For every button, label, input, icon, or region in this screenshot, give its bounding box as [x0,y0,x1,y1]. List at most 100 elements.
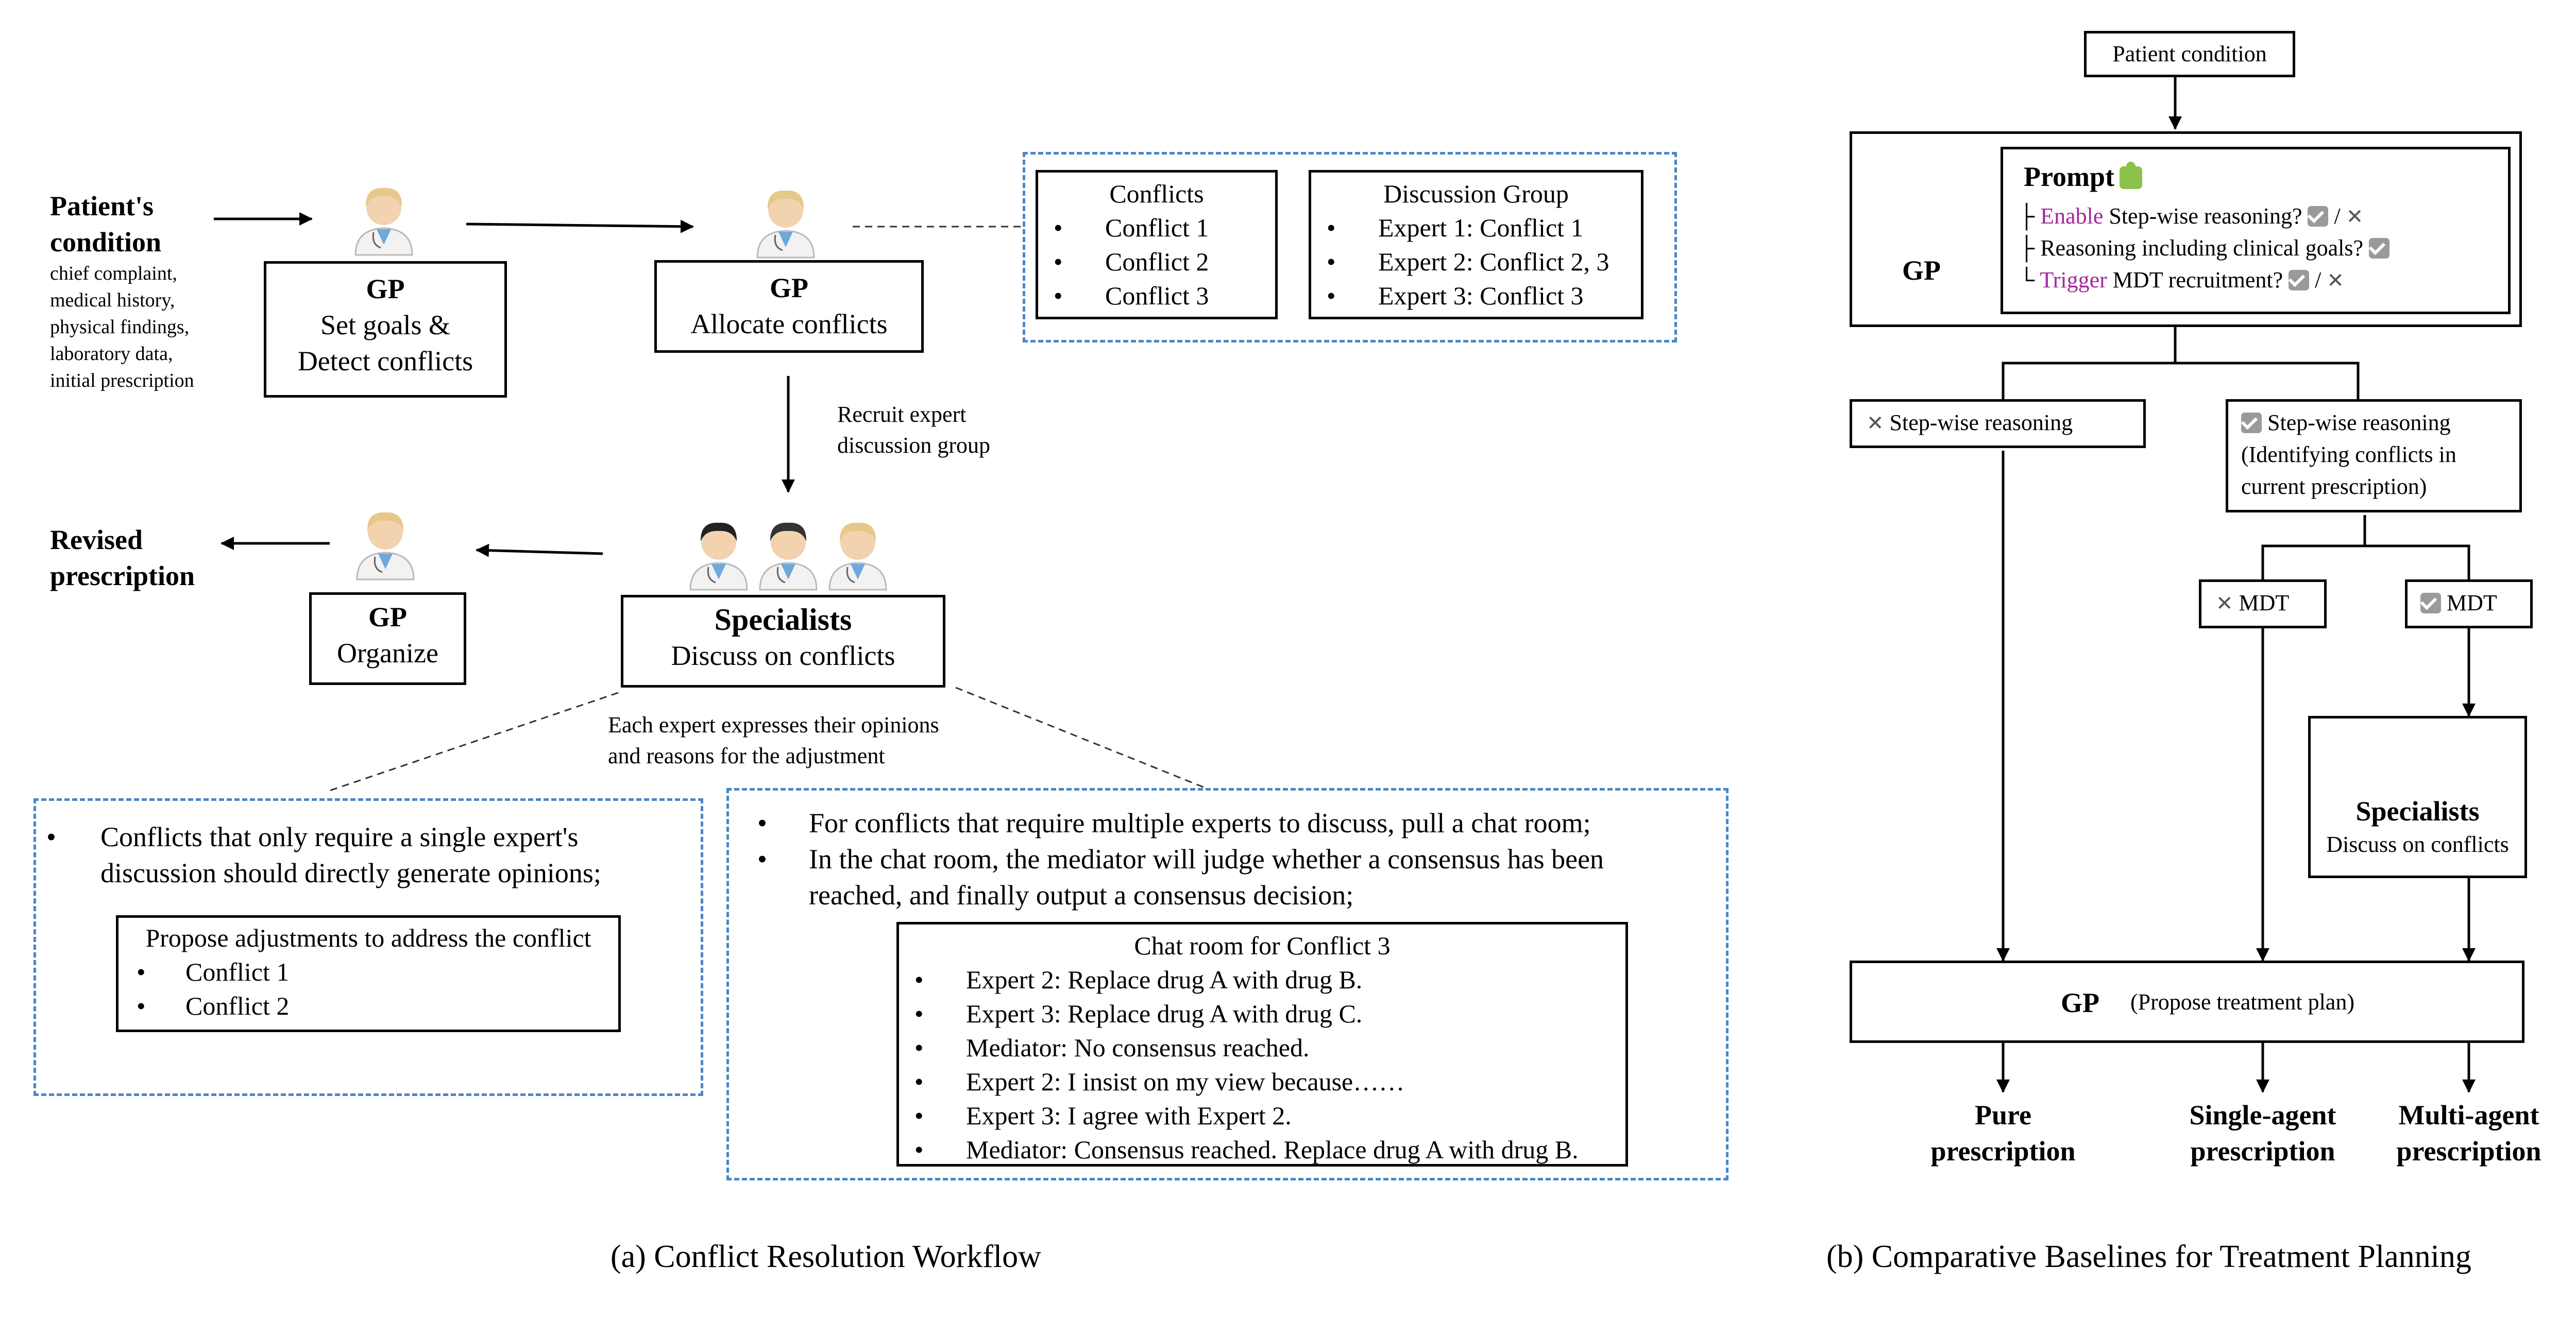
prompt-line-2: ├ Reasoning including clinical goals? [2019,233,2390,264]
specialists-line: Discuss on conflicts [671,640,895,671]
single-expert-bullet: • Conflicts that only require a single e… [46,821,601,888]
specialist-woman-icon [689,522,748,591]
allocation-dashed-group [1023,152,1677,342]
prompt-line-1: ├ Enable Step-wise reasoning? / ✕ [2019,201,2363,232]
puzzle-icon [2119,162,2142,189]
gp-allocate-box: GP Allocate conflicts [654,260,924,353]
gp-plan-box: GP (Propose treatment plan) [1850,961,2524,1043]
branch-right-top [2175,362,2360,399]
specialists-title: Specialists [2355,796,2480,827]
dashed-link-multi [955,687,1206,789]
specialists-box: Specialists Discuss on conflicts [621,595,945,688]
gp-title: GP [366,273,405,304]
list-item: •For conflicts that require multiple exp… [757,808,1591,838]
gp-label: GP [1902,255,1941,286]
arrow-gp-to-allocate [466,219,694,233]
branch-left-top [2002,327,2177,399]
list-item: •Conflict 2 [1054,247,1209,276]
propose-adjustments-box: Propose adjustments to address the confl… [116,915,621,1032]
x-icon: ✕ [2346,205,2364,229]
patient-detail: laboratory data, [50,343,173,365]
list-item: •Expert 1: Conflict 1 [1327,213,1584,242]
yes-mdt-box: MDT [2405,579,2533,628]
patient-detail: initial prescription [50,370,194,391]
x-icon: ✕ [2327,269,2344,293]
check-icon [2308,206,2329,227]
propose-list: •Conflict 1 •Conflict 2 [137,955,636,1023]
no-mdt-box: ✕ MDT [2199,579,2327,628]
chat-message: •Mediator: No consensus reached. [914,1033,1310,1062]
patient-condition-box: Patient condition [2084,31,2295,77]
x-icon: ✕ [1867,412,1884,435]
multi-expert-bullets: •For conflicts that require multiple exp… [757,805,1754,913]
recruit-label: Recruit expert discussion group [837,402,990,458]
gp-allocate-line: Allocate conflicts [690,309,888,339]
conflicts-title: Conflicts [1109,179,1204,208]
gp-label: GP [2061,987,2099,1018]
single-expert-dashed-box: • Conflicts that only require a single e… [33,798,703,1096]
chat-message: •Mediator: Consensus reached. Replace dr… [914,1135,1579,1164]
caption-a: (a) Conflict Resolution Workflow [611,1239,1041,1274]
check-icon [2289,270,2310,290]
prompt-title: Prompt [2024,159,2142,195]
specialists-line: Discuss on conflicts [2326,832,2509,857]
discussion-title: Discussion Group [1383,179,1569,208]
prompt-line-3: └ Trigger MDT recruitment? / ✕ [2019,265,2344,296]
expert-note: Each expert expresses their opinions and… [608,712,939,768]
chat-list: •Expert 2: Replace drug A with drug B. •… [914,963,1641,1167]
yes-stepwise-box: Step-wise reasoning (Identifying conflic… [2226,399,2522,512]
x-icon: ✕ [2216,592,2233,615]
no-stepwise-box: ✕ Step-wise reasoning [1850,399,2146,448]
conflicts-box: Conflicts •Conflict 1 •Conflict 2 •Confl… [1036,170,1278,319]
specialist-man-icon [828,522,887,591]
arrow-specialists-to-organize [476,543,603,557]
multi-expert-dashed-box: •For conflicts that require multiple exp… [726,788,1728,1180]
specialist-man-icon [759,522,818,591]
gp-set-goals-box: GP Set goals & Detect conflicts [264,261,507,398]
gp-goals-line: Detect conflicts [297,346,473,376]
list-item: •In the chat room, the mediator will jud… [757,844,1604,911]
list-item: •Conflict 1 [137,957,290,986]
gp-organize-box: GP Organize [309,592,466,685]
gp-doctor-icon [356,512,415,580]
list-item: •Expert 3: Conflict 3 [1327,281,1584,310]
gp-doctor-icon [756,190,815,259]
check-icon [2420,593,2441,613]
gp-title: GP [368,602,407,632]
patient-detail: medical history, [50,289,175,311]
specialists-title: Specialists [714,603,852,637]
caption-b: (b) Comparative Baselines for Treatment … [1826,1239,2471,1274]
patient-detail: chief complaint, [50,263,177,284]
patient-detail: physical findings, [50,316,190,338]
branch-mdt-left [2261,515,2366,579]
branch-mdt-right [2365,544,2470,579]
discussion-list: •Expert 1: Conflict 1 •Expert 2: Conflic… [1327,211,1656,313]
prompt-box: Prompt ├ Enable Step-wise reasoning? / ✕… [2001,147,2511,314]
patient-condition-title: Patient's condition [50,191,162,258]
chat-message: •Expert 3: I agree with Expert 2. [914,1101,1292,1130]
chat-message: •Expert 2: Replace drug A with drug B. [914,965,1363,994]
revised-prescription: Revised prescription [50,524,195,591]
gp-title: GP [770,272,808,303]
gp-plan-note: (Propose treatment plan) [2130,989,2354,1015]
list-item: •Conflict 1 [1054,213,1209,242]
specialists-b-box: Specialists Discuss on conflicts [2308,716,2527,878]
list-item: •Expert 2: Conflict 2, 3 [1327,247,1609,276]
list-item: •Conflict 2 [137,991,290,1020]
gp-organize-line: Organize [337,638,438,669]
patient-details: chief complaint, medical history, physic… [50,260,194,394]
check-icon [2241,413,2262,433]
check-icon [2369,238,2390,259]
gp-goals-line: Set goals & [320,310,450,340]
chat-message: •Expert 3: Replace drug A with drug C. [914,999,1363,1028]
gp-prompt-box: GP Prompt ├ Enable Step-wise reasoning? … [1850,131,2522,327]
dashed-link-single [329,692,619,792]
chat-room-box: Chat room for Conflict 3 •Expert 2: Repl… [896,922,1628,1167]
conflicts-list: •Conflict 1 •Conflict 2 •Conflict 3 [1054,211,1291,313]
discussion-group-box: Discussion Group •Expert 1: Conflict 1 •… [1309,170,1643,319]
propose-title: Propose adjustments to address the confl… [145,923,591,952]
